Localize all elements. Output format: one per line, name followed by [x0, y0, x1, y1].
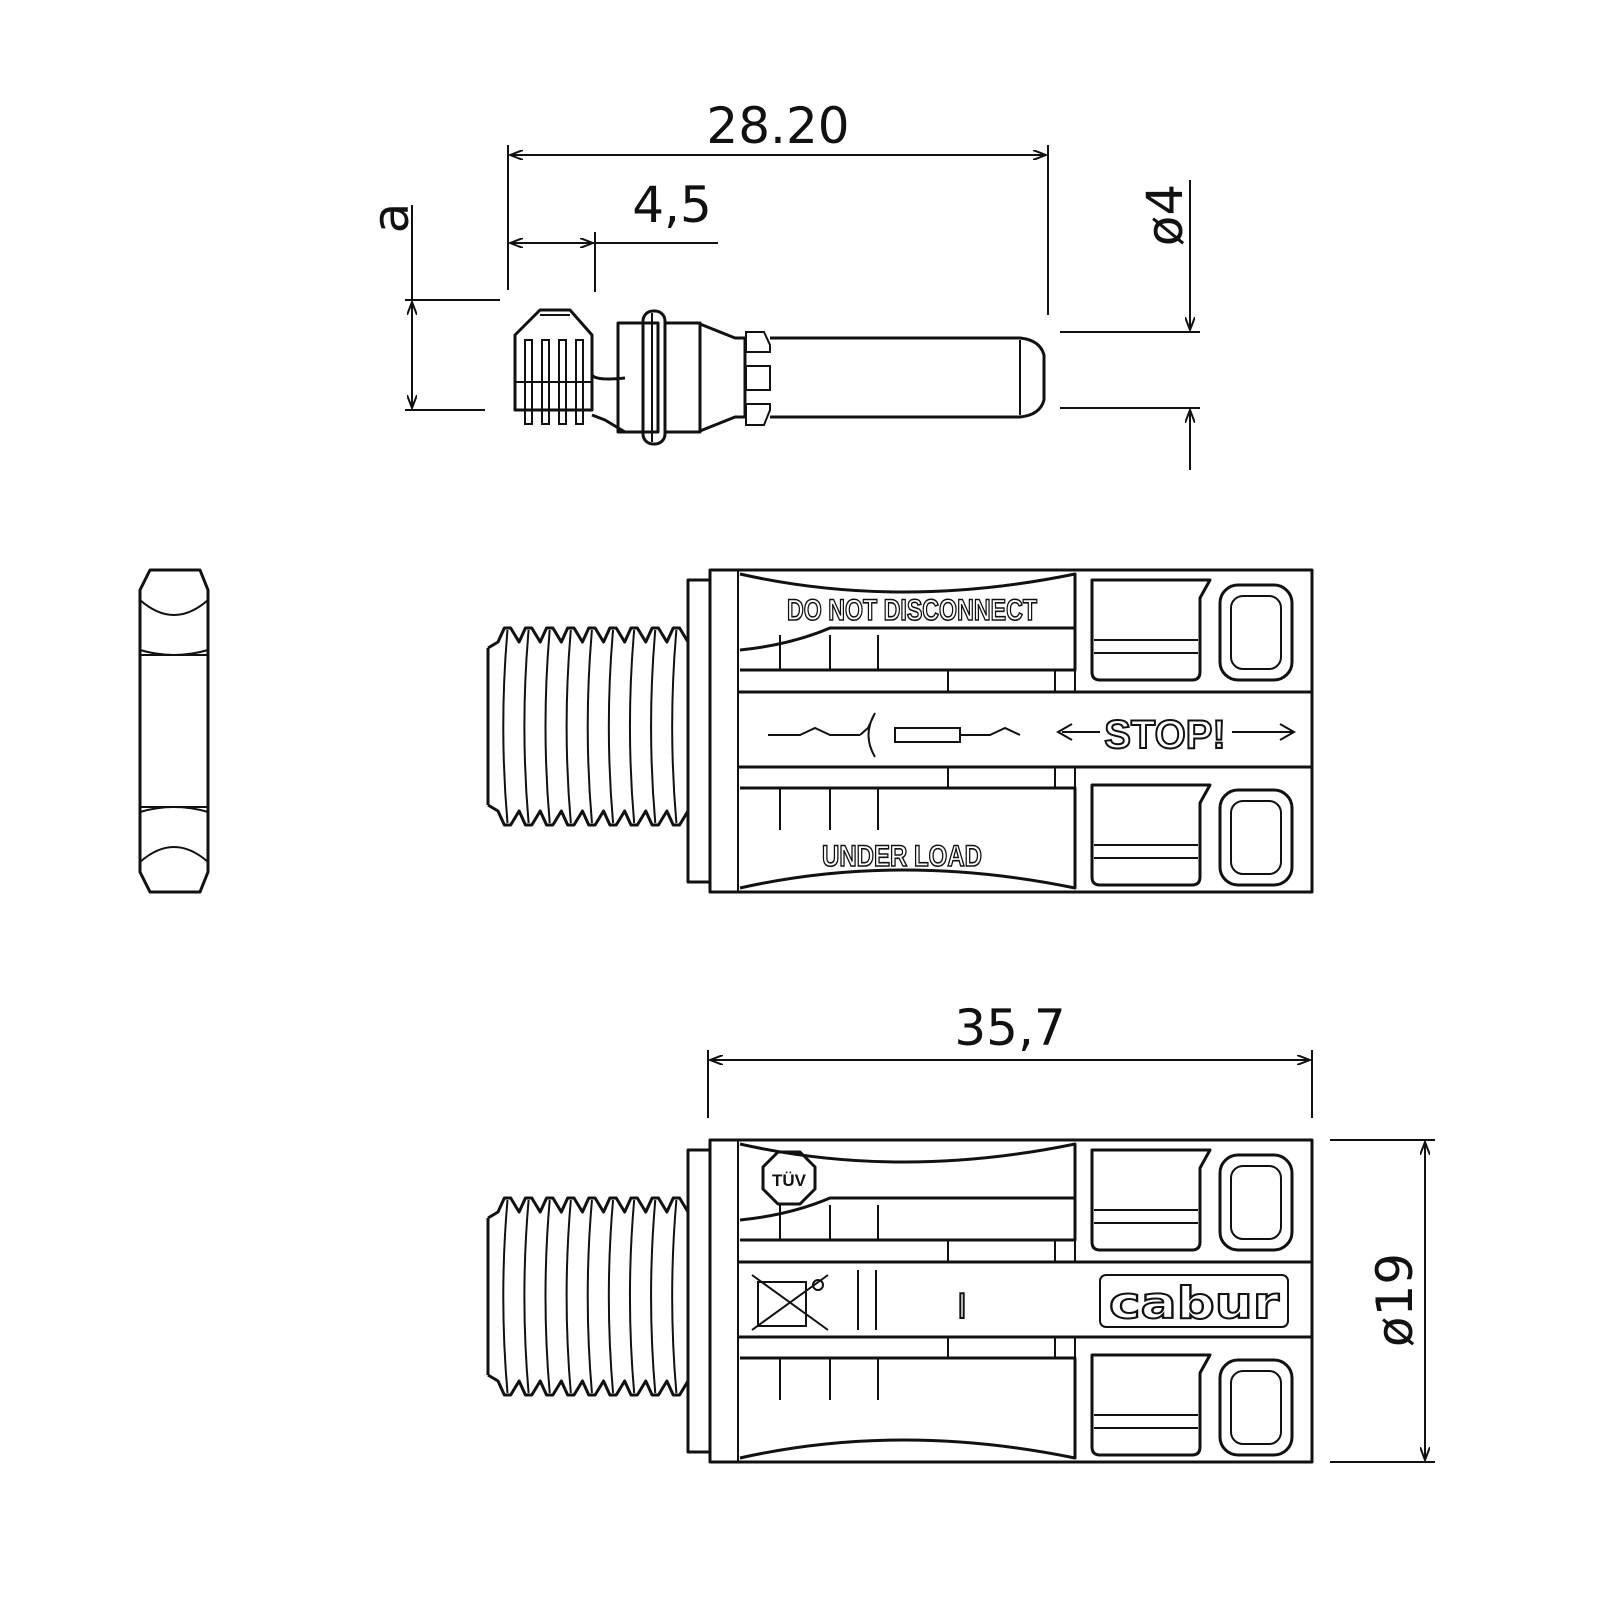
thread-bottom-edge [487, 803, 690, 827]
label-under-load: UNDER LOAD [822, 840, 982, 873]
svg-text:TÜV: TÜV [772, 1171, 807, 1190]
hex-nut [138, 568, 210, 894]
contact-pin [513, 308, 1046, 446]
brand-logo: cabur [1109, 1278, 1279, 1329]
lower-latch [739, 786, 1077, 890]
locking-window-inner [1230, 800, 1282, 875]
tuv-certification-mark: TÜV [761, 1150, 817, 1206]
housing-outline [708, 1138, 1314, 1464]
thread-ridge [523, 629, 530, 824]
thread-ridge [586, 1199, 593, 1394]
thread-ridge [544, 1199, 551, 1394]
flange [686, 1148, 712, 1454]
disconnect-symbol [768, 712, 1021, 758]
thread-ridge [650, 629, 657, 824]
release-button [1090, 1148, 1212, 1252]
dimension-crimp-length: 4,5 [632, 176, 712, 234]
thread-bottom-edge [487, 1373, 690, 1397]
brand-logo-frame [1099, 1274, 1289, 1328]
thread-ridge [502, 629, 509, 824]
upper-latch-step [739, 1196, 1075, 1222]
thread-ridge [607, 1199, 615, 1394]
dimension-connector-diameter: ø19 [1366, 1253, 1424, 1347]
dimension-pin-diameter: ø4 [1136, 184, 1194, 246]
connector-side-view [486, 568, 1314, 894]
locking-window-inner [1230, 595, 1282, 670]
dimension-overall-length-pin: 28.20 [706, 97, 849, 155]
thread-ridge [502, 1199, 509, 1394]
housing-outline [708, 568, 1314, 894]
thread-ridge [523, 1199, 530, 1394]
upper-latch [739, 572, 1077, 672]
label-do-not-disconnect: DO NOT DISCONNECT [787, 594, 1037, 627]
dimension-overall-length-connector: 35,7 [954, 999, 1065, 1057]
bottom-dimension-lines [707, 1050, 1435, 1463]
arrow-right-icon [1232, 723, 1297, 741]
locking-window [1218, 788, 1294, 887]
thread-ridge [544, 629, 551, 824]
polarity-mark: I [957, 1287, 967, 1327]
thread-top-edge [487, 626, 690, 650]
thread-ridge [650, 1199, 657, 1394]
pin-dimension-lines [405, 145, 1200, 470]
dimension-crimp-height-label: a [362, 203, 420, 234]
locking-window-inner [1230, 1165, 1282, 1240]
upper-latch [739, 1142, 1077, 1242]
disposal-bin-icon [751, 1270, 877, 1331]
locking-window [1218, 583, 1294, 682]
thread-ridge [628, 629, 636, 824]
release-button [1090, 783, 1212, 887]
locking-window [1218, 1153, 1294, 1252]
lower-latch [739, 1356, 1077, 1460]
label-stop: STOP! [1104, 713, 1226, 757]
thread-ridge [607, 629, 615, 824]
locking-window [1218, 1358, 1294, 1457]
upper-latch-step [739, 626, 1075, 652]
thread-ridge [671, 1199, 678, 1394]
arrow-left-icon [1055, 723, 1100, 741]
thread-top-edge [487, 1196, 690, 1220]
thread-ridge [628, 1199, 636, 1394]
flange [686, 578, 712, 884]
thread-ridge [671, 629, 678, 824]
thread-ridge [565, 1199, 572, 1394]
thread-ridge [565, 629, 572, 824]
release-button [1090, 578, 1212, 682]
release-button [1090, 1353, 1212, 1457]
locking-window-inner [1230, 1370, 1282, 1445]
connector-bottom-view [486, 1138, 1314, 1464]
thread-ridge [586, 629, 593, 824]
